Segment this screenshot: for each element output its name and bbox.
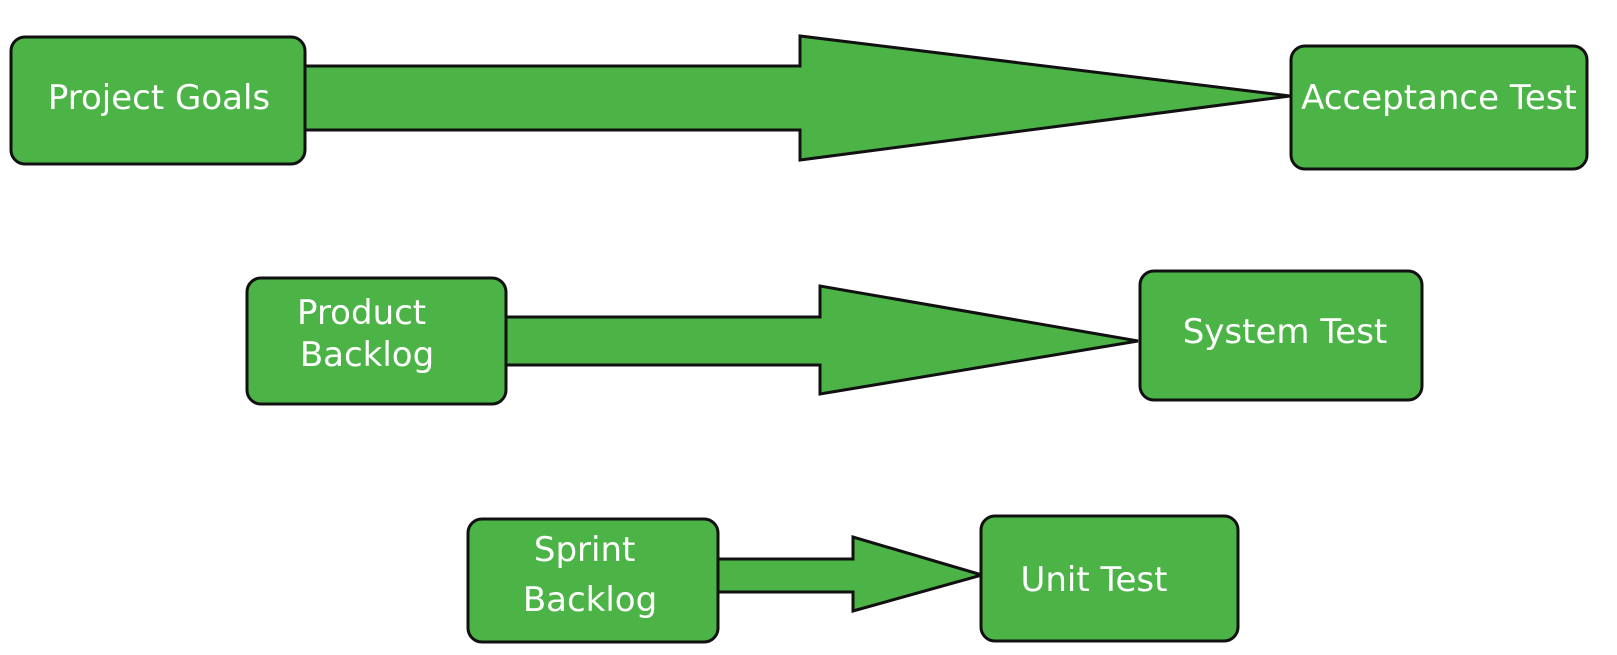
row-product-backlog: Product Backlog System Test: [245, 269, 1424, 406]
box-project-goals: [9, 35, 307, 166]
row-sprint-backlog: Sprint Backlog Unit Test: [466, 514, 1240, 644]
box-unit-test: [979, 514, 1240, 643]
label-sprint-backlog: Sprint Backlog: [523, 530, 657, 620]
label-acceptance-test-line-1: Acceptance Test: [1301, 78, 1577, 118]
arrow-sprint-backlog-to-unit-test: [710, 534, 988, 613]
box-sprint-backlog: [466, 517, 720, 644]
label-product-backlog: Product Backlog: [297, 293, 437, 375]
label-project-goals: Project Goals: [48, 78, 270, 118]
box-system-test: [1138, 269, 1424, 402]
label-product-backlog-line-2: Backlog: [300, 335, 434, 375]
label-system-test-line-1: System Test: [1183, 312, 1388, 352]
arrow-product-backlog-to-system-test: [495, 284, 1139, 396]
label-acceptance-test: Acceptance Test: [1301, 78, 1577, 118]
label-sprint-backlog-line-1: Sprint: [534, 530, 635, 570]
label-product-backlog-line-1: Product: [297, 293, 426, 333]
label-sprint-backlog-line-2: Backlog: [523, 580, 657, 620]
label-project-goals-line-1: Project Goals: [48, 78, 270, 118]
box-product-backlog: [245, 276, 508, 406]
box-acceptance-test: [1289, 44, 1589, 171]
label-unit-test: Unit Test: [1021, 560, 1168, 600]
row-project-goals: Project Goals Acceptance Test: [9, 34, 1589, 171]
label-system-test: System Test: [1183, 312, 1388, 352]
arrow-project-goals-to-acceptance-test: [294, 34, 1291, 162]
label-unit-test-line-1: Unit Test: [1021, 560, 1168, 600]
